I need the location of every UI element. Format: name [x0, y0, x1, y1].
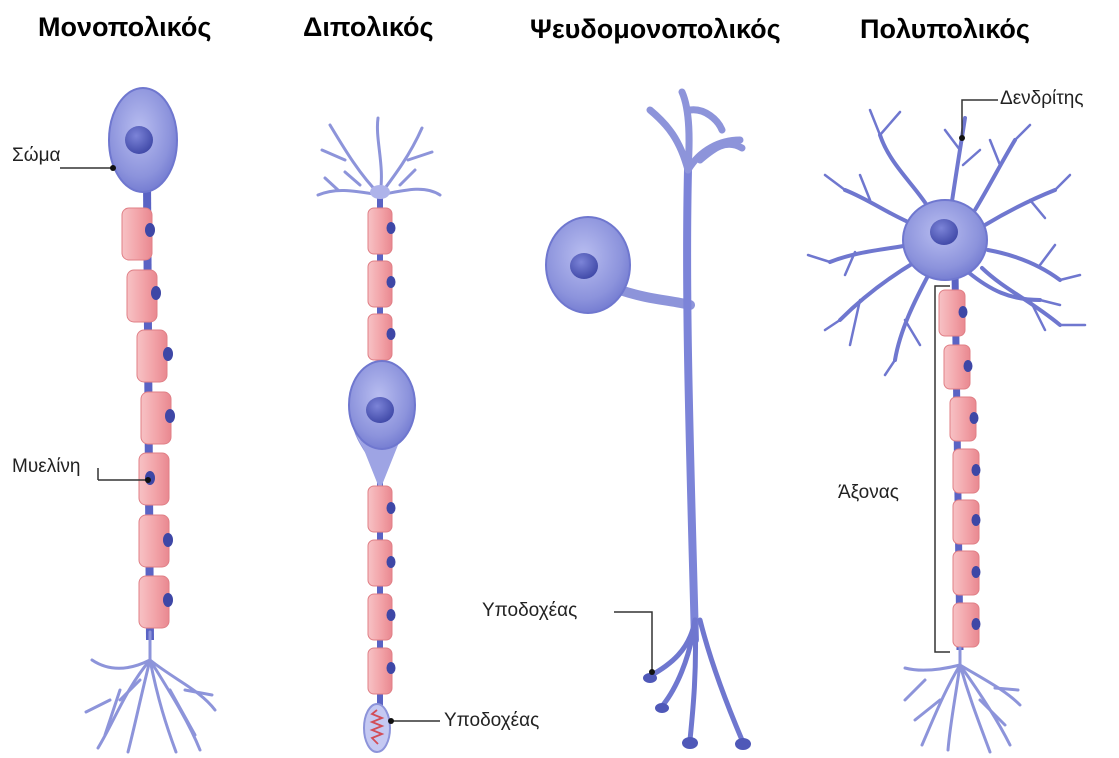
bipolar-nucleus: [366, 397, 394, 423]
multipolar-axon-terminals: [905, 648, 1020, 752]
bipolar-dendrites: [318, 118, 440, 195]
unipolar-axon-terminals: [86, 632, 215, 752]
pseudounipolar-neuron: [546, 92, 751, 750]
leader-dendrite: [962, 100, 998, 138]
bracket-axon: [935, 286, 950, 652]
unipolar-neuron: [86, 88, 215, 752]
bipolar-neuron: [318, 118, 440, 752]
unipolar-nucleus: [125, 126, 153, 154]
multipolar-nucleus: [930, 219, 958, 245]
unipolar-myelin-sheaths: [122, 208, 171, 628]
pseudounipolar-nucleus: [570, 253, 598, 279]
multipolar-neuron: [808, 110, 1085, 752]
pseudounipolar-fiber: [687, 170, 695, 640]
